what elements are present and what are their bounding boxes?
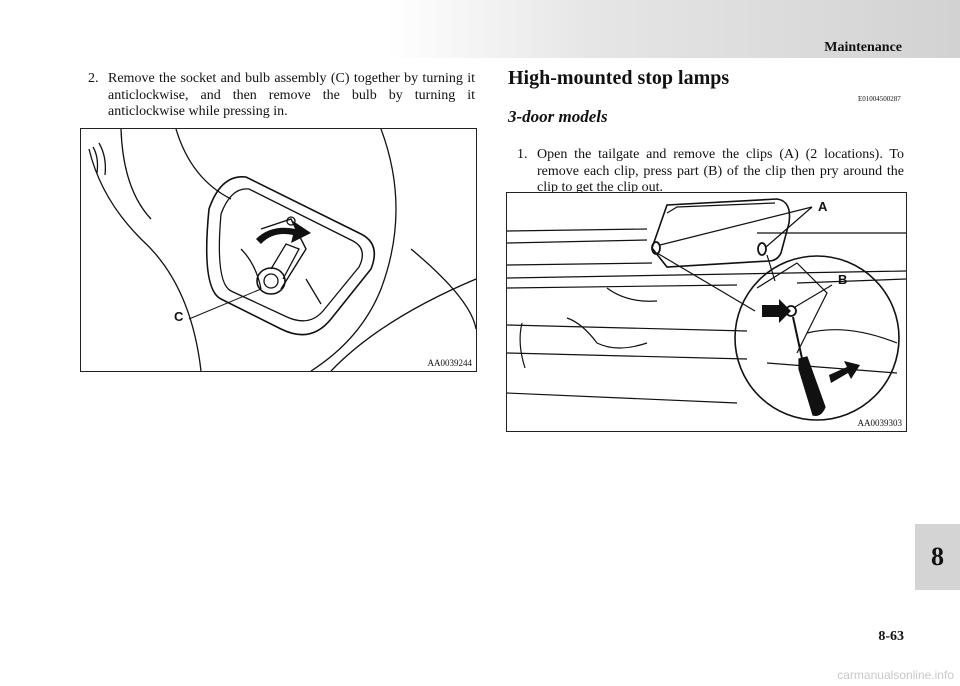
bulb-socket-illustration: [88, 129, 476, 371]
pry-arrow-icon: [829, 361, 860, 383]
callout-a: A: [818, 199, 828, 214]
section-code: E01004500287: [858, 95, 901, 103]
watermark: carmanualsonline.info: [837, 668, 954, 682]
chapter-tab: 8: [915, 524, 960, 590]
step-number: 1.: [517, 147, 528, 162]
section-heading: High-mounted stop lamps: [508, 67, 730, 89]
page-number: 8-63: [878, 629, 904, 644]
callout-c: C: [174, 309, 184, 324]
rotation-arrow-icon: [256, 221, 311, 244]
figure-code: AA0039303: [857, 418, 903, 428]
step-2: 2. Remove the socket and bulb assembly (…: [88, 71, 475, 121]
tailgate-clip-illustration: [507, 198, 906, 421]
bulb-socket-figure: C AA0039244: [80, 128, 477, 372]
subsection-heading: 3-door models: [508, 107, 608, 126]
step-number: 2.: [88, 71, 99, 86]
push-arrow-icon: [762, 299, 791, 323]
step-1: 1. Open the tailgate and remove the clip…: [517, 147, 904, 197]
tailgate-clip-figure: A B AA0039303: [506, 192, 907, 432]
step-text: Open the tailgate and remove the clips (…: [537, 147, 904, 195]
callout-b: B: [838, 272, 848, 287]
chapter-number: 8: [931, 542, 944, 571]
section-title: Maintenance: [824, 40, 902, 55]
header-band: [386, 0, 960, 58]
figure-code: AA0039244: [427, 358, 473, 368]
step-text: Remove the socket and bulb assembly (C) …: [108, 71, 475, 119]
